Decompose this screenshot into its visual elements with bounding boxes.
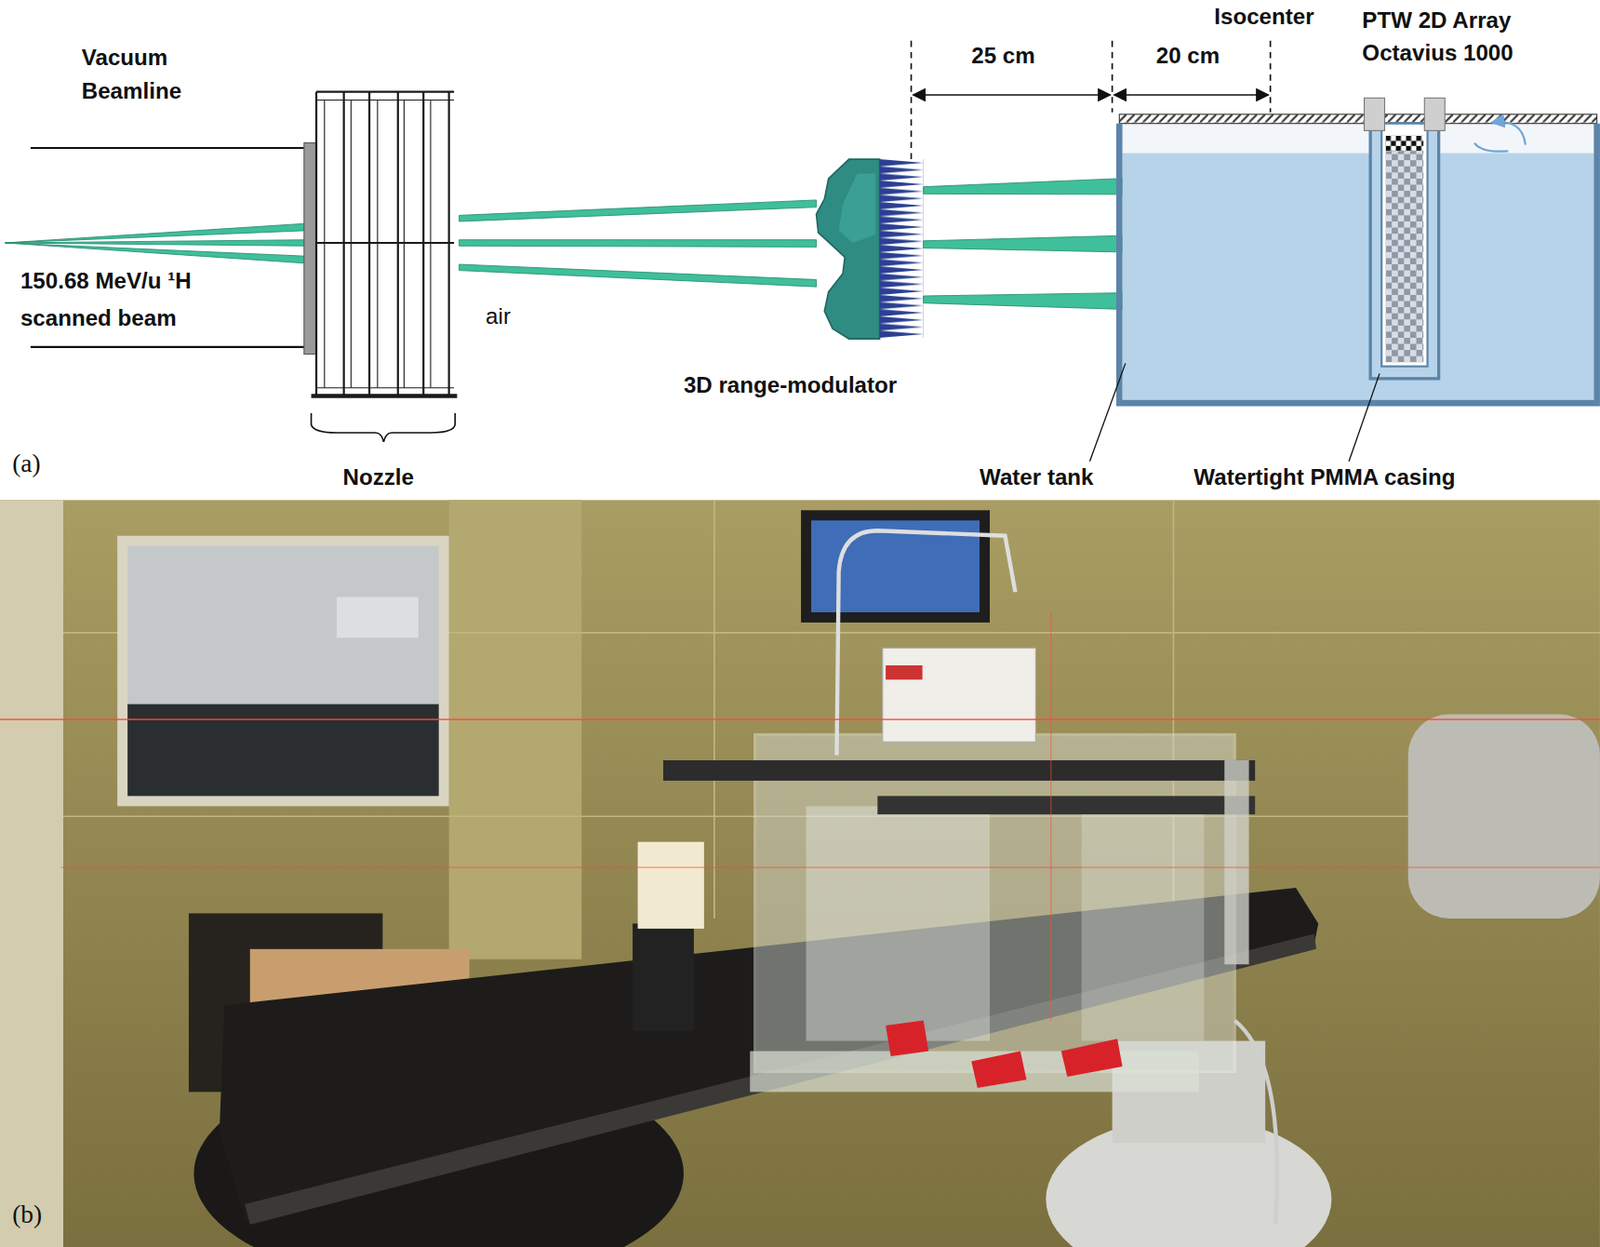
rail — [877, 795, 1255, 814]
panel-label: (a) — [12, 449, 40, 479]
beam-ray — [459, 200, 817, 222]
rail-post — [1224, 760, 1249, 964]
rail — [663, 760, 1255, 781]
nozzle-plate — [343, 92, 346, 397]
control-room-screen — [336, 597, 419, 639]
casing-label: Watertight PMMA casing — [1193, 464, 1455, 492]
dashed-line — [1269, 40, 1272, 113]
dimension-arrow — [913, 93, 1111, 96]
tank-lid — [1119, 114, 1597, 124]
water — [1122, 152, 1595, 400]
nozzle-plate — [422, 92, 425, 397]
window-glass — [127, 546, 440, 797]
beam-ray — [4, 242, 307, 264]
nozzle-frame — [311, 92, 458, 397]
detector-array — [1386, 150, 1425, 362]
dashed-line — [1111, 40, 1114, 113]
tank-base — [749, 1050, 1200, 1092]
panel-label: (b) — [12, 1200, 42, 1229]
nozzle-plate — [316, 386, 454, 388]
photo-water-tank — [755, 734, 1236, 1072]
leader-line — [1089, 362, 1125, 461]
room-wall — [0, 499, 1600, 1247]
tank-label: Water tank — [979, 464, 1094, 492]
laser-line — [0, 718, 1600, 720]
photograph — [0, 499, 1600, 1247]
nozzle-plate — [315, 92, 318, 397]
tank-wall — [1081, 805, 1205, 1040]
control-room-monitors — [127, 704, 440, 797]
dimension-label: 20 cm — [1156, 42, 1220, 70]
nozzle-plate — [311, 393, 458, 398]
leader-line — [1348, 373, 1380, 461]
modulator-face — [839, 173, 876, 243]
red-tape — [885, 1020, 929, 1056]
range-modulator — [816, 159, 880, 339]
nozzle-plate — [316, 241, 454, 244]
isocenter-label: Isocenter — [1213, 3, 1314, 31]
clamp — [1364, 97, 1386, 131]
panel-seam — [713, 499, 716, 919]
beam-ray — [459, 264, 817, 287]
cable — [1234, 1020, 1278, 1225]
box-stripe — [885, 665, 922, 680]
stand — [632, 922, 694, 1030]
laser-line — [61, 866, 1600, 868]
beamline-wall — [30, 346, 307, 348]
nozzle-plate — [368, 92, 371, 397]
beam-label: 150.68 MeV/u ¹H scanned beam — [20, 263, 261, 337]
nozzle-plate — [448, 92, 451, 397]
wall-panel — [449, 499, 583, 959]
water-tank — [1119, 123, 1597, 403]
octavius-box — [882, 647, 1037, 742]
detector-top — [1386, 135, 1425, 151]
window-frame — [117, 535, 449, 807]
modulator-pins — [880, 159, 924, 338]
beamline-label: Vacuum Beamline — [81, 40, 210, 108]
red-tape — [1061, 1038, 1123, 1077]
nozzle-label: Nozzle — [343, 464, 414, 492]
beamline-wall — [30, 146, 307, 149]
nozzle-plate — [316, 99, 454, 101]
nozzle-plate — [316, 91, 454, 94]
beam-ray — [459, 240, 817, 248]
red-tape — [971, 1050, 1027, 1087]
nozzle-plate — [397, 92, 400, 397]
dimension-label: 25 cm — [971, 42, 1035, 70]
dashed-line — [910, 40, 913, 164]
tank-wall — [806, 805, 990, 1040]
tank-air — [1122, 122, 1595, 154]
casing-cavity — [1381, 123, 1427, 367]
pillar — [0, 499, 64, 1247]
dimension-arrow — [1114, 93, 1269, 96]
rotation-arrow — [1474, 143, 1508, 152]
wall-monitor — [800, 509, 990, 623]
modulator-label: 3D range-modulator — [683, 372, 897, 400]
rotation-arrow — [1492, 121, 1526, 146]
alignment-cube — [638, 841, 705, 929]
detector-label: PTW 2D Array Octavius 1000 — [1361, 3, 1544, 69]
cable — [836, 530, 1015, 755]
gantry-part — [1408, 714, 1600, 919]
medium-label: air — [485, 303, 511, 331]
exit-window — [304, 143, 317, 355]
clamp — [1424, 97, 1445, 131]
laser-line — [1050, 612, 1052, 1021]
nozzle-bracket — [311, 413, 456, 442]
pmma-casing — [1370, 123, 1439, 379]
